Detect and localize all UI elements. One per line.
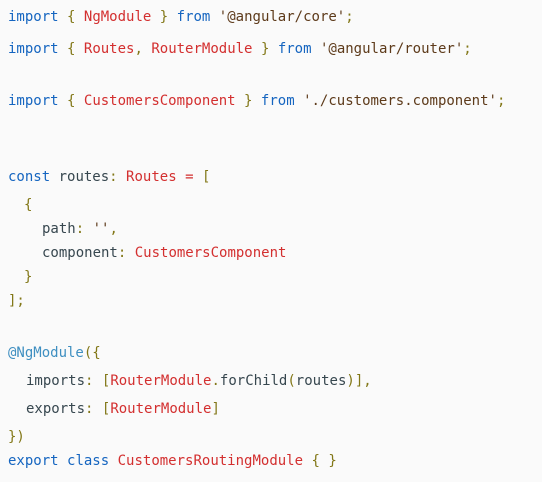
code-line-3: import { CustomersComponent } from './cu…	[8, 92, 505, 110]
punctuation: }	[159, 9, 169, 25]
identifier: CustomersComponent	[134, 245, 287, 261]
identifier: RouterModule	[151, 41, 253, 57]
keyword: import	[8, 41, 59, 57]
punctuation: {	[67, 93, 76, 109]
keyword: import	[8, 93, 59, 109]
punctuation: :	[85, 401, 94, 417]
keyword: from	[176, 9, 211, 25]
identifier: Routes	[83, 41, 135, 57]
code-block: import { NgModule } from '@angular/core'…	[8, 0, 542, 482]
punctuation: }	[244, 93, 253, 109]
punctuation: ,	[109, 221, 118, 237]
string: '@angular/router'	[319, 41, 464, 57]
code-line-8: }	[8, 268, 32, 286]
code-line-4: const routes: Routes = [	[8, 168, 210, 186]
punctuation: }	[260, 41, 270, 57]
punctuation: {	[67, 41, 76, 57]
keyword: class	[67, 453, 110, 469]
keyword: const	[8, 169, 51, 185]
punctuation: :	[109, 169, 118, 185]
code-line-9: ];	[8, 292, 25, 310]
punctuation: ];	[8, 293, 25, 309]
punctuation: {	[24, 197, 33, 213]
property-key: exports	[26, 401, 86, 417]
keyword: from	[260, 93, 295, 109]
code-line-1: import { NgModule } from '@angular/core'…	[8, 8, 354, 26]
property-key: path	[42, 221, 76, 237]
code-line-10: @NgModule({	[8, 344, 101, 362]
code-line-11: imports: [RouterModule.forChild(routes)]…	[8, 372, 372, 390]
punctuation: [	[101, 373, 111, 389]
code-line-6: path: '',	[8, 220, 118, 238]
punctuation: }	[24, 269, 33, 285]
code-line-7: component: CustomersComponent	[8, 244, 286, 262]
punctuation: ;	[496, 93, 506, 109]
punctuation: [	[201, 169, 211, 185]
identifier: RouterModule	[110, 401, 212, 417]
code-line-2: import { Routes, RouterModule } from '@a…	[8, 40, 472, 58]
punctuation: (	[287, 373, 296, 389]
operator: =	[185, 169, 194, 185]
punctuation: ;	[345, 9, 354, 25]
punctuation: )	[346, 373, 355, 389]
type-name: Routes	[126, 169, 177, 185]
argument: routes	[295, 373, 347, 389]
punctuation: .	[211, 373, 220, 389]
keyword: export	[8, 453, 59, 469]
punctuation: { }	[311, 453, 337, 469]
method-name: forChild	[219, 373, 288, 389]
punctuation: ({	[83, 345, 101, 361]
string: '@angular/core'	[218, 9, 346, 25]
class-name: CustomersRoutingModule	[117, 453, 304, 469]
property-key: component	[42, 245, 118, 261]
keyword: from	[277, 41, 312, 57]
string: ''	[92, 221, 110, 237]
string: './customers.component'	[303, 93, 497, 109]
punctuation: ]	[211, 401, 220, 417]
punctuation: :	[117, 245, 127, 261]
punctuation: ,	[134, 41, 143, 57]
code-line-5: {	[8, 196, 32, 214]
decorator: @NgModule	[8, 345, 84, 361]
property-key: imports	[26, 373, 86, 389]
variable-name: routes	[58, 169, 110, 185]
punctuation: {	[67, 9, 76, 25]
code-line-12: exports: [RouterModule]	[8, 400, 220, 418]
keyword: import	[8, 9, 59, 25]
code-line-14: export class CustomersRoutingModule { }	[8, 452, 337, 470]
punctuation: })	[8, 429, 25, 445]
punctuation: ;	[463, 41, 472, 57]
identifier: CustomersComponent	[83, 93, 236, 109]
punctuation: :	[85, 373, 94, 389]
identifier: NgModule	[83, 9, 152, 25]
punctuation: ],	[354, 373, 372, 389]
punctuation: [	[101, 401, 111, 417]
code-line-13: })	[8, 428, 25, 446]
punctuation: :	[75, 221, 85, 237]
identifier: RouterModule	[110, 373, 212, 389]
